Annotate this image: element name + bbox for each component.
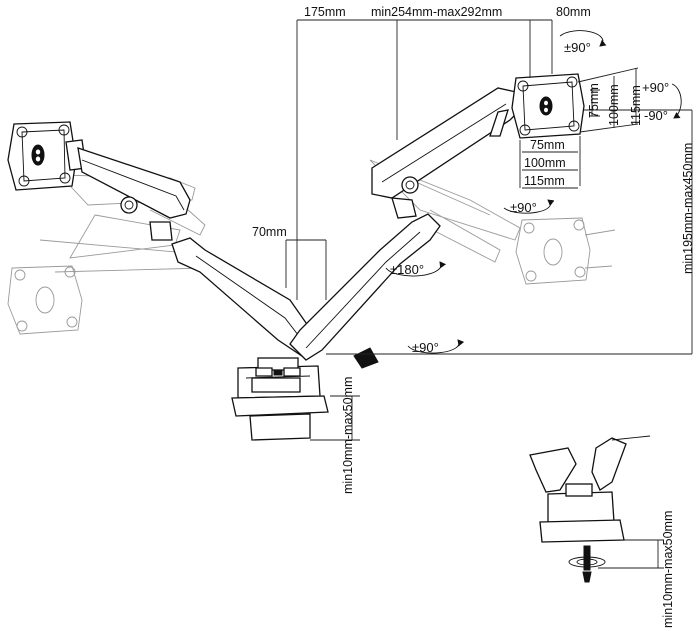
right-monitor-plate xyxy=(511,73,585,139)
rotation-arrows xyxy=(385,30,682,354)
label-clamp-thickness-grommet: min10mm-max50mm xyxy=(661,511,675,628)
label-tilt-down: -90° xyxy=(644,108,668,123)
label-vesa-h-100: 100mm xyxy=(524,156,566,170)
label-vesa-h-115: 115mm xyxy=(524,174,565,188)
label-arm-swivel: ±90° xyxy=(510,200,537,215)
label-vesa-v-75: 75mm xyxy=(587,83,601,118)
label-vesa-v-100: 100mm xyxy=(607,84,621,126)
label-70mm: 70mm xyxy=(252,225,287,239)
label-80mm: 80mm xyxy=(556,5,591,19)
left-upper-arm xyxy=(77,147,191,241)
label-175mm: 175mm xyxy=(304,5,346,19)
label-vesa-h-75: 75mm xyxy=(530,138,565,152)
label-head-swivel: ±90° xyxy=(564,40,591,55)
label-base-swivel: ±90° xyxy=(412,340,439,355)
ghost-left-monitor-plate xyxy=(7,265,83,335)
dimension-labels: 175mm min254mm-max292mm 80mm 70mm min195… xyxy=(252,5,695,628)
label-tilt-up: +90° xyxy=(642,80,669,95)
label-height-range: min195mm-max450mm xyxy=(681,143,695,274)
label-clamp-thickness-main: min10mm-max50mm xyxy=(341,377,355,494)
ghost-right-monitor-plate xyxy=(515,217,616,285)
dimension-lines xyxy=(285,19,693,569)
label-vesa-v-115: 115mm xyxy=(629,85,643,126)
label-arm-length-range: min254mm-max292mm xyxy=(371,5,502,19)
label-elbow-rotation: ±180° xyxy=(390,262,424,277)
grommet-mount-inset xyxy=(529,435,651,583)
base-clamp xyxy=(231,357,329,441)
rotation-labels: ±90° +90° -90° ±90° ±180° ±90° xyxy=(390,40,669,355)
left-monitor-plate xyxy=(7,121,87,191)
right-upper-arm xyxy=(371,87,523,219)
right-lower-arm xyxy=(289,213,441,361)
